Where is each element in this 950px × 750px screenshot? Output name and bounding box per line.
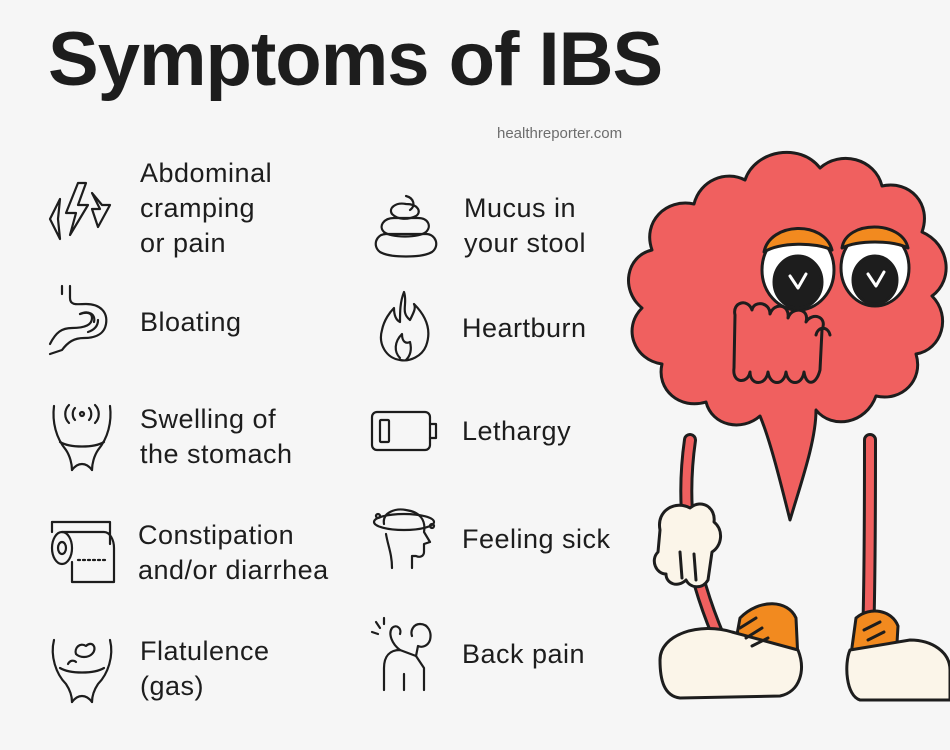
symptom-mucus: Mucus in your stool (370, 190, 586, 262)
symptom-label: Heartburn (462, 311, 587, 346)
stool-icon (374, 194, 438, 258)
page-title: Symptoms of IBS (48, 17, 663, 102)
symptom-swelling: Swelling of the stomach (48, 402, 293, 472)
symptom-label: Abdominal cramping or pain (140, 156, 272, 261)
label-line: Heartburn (462, 312, 587, 343)
symptom-lethargy: Lethargy (370, 408, 571, 454)
label-line: your stool (464, 228, 587, 258)
symptom-feeling-sick: Feeling sick (370, 504, 611, 574)
swollen-belly-icon (52, 403, 112, 472)
low-battery-icon (370, 410, 438, 452)
dizzy-head-icon (372, 508, 436, 570)
symptom-label: Lethargy (462, 414, 571, 449)
ibs-mascot-illustration (627, 150, 950, 702)
source-credit: healthreporter.com (497, 125, 623, 142)
symptom-flatulence: Flatulence (gas) (48, 634, 270, 704)
symptom-label: Mucus in your stool (464, 191, 586, 261)
symptom-abdominal-cramping: Abdominal cramping or pain (48, 156, 272, 261)
gas-pelvis-icon (51, 638, 113, 704)
symptom-label: Flatulence (gas) (140, 634, 270, 704)
label-line: Feeling sick (462, 523, 611, 554)
label-line: Lethargy (462, 415, 572, 446)
symptom-label: Constipation and/or diarrhea (138, 518, 329, 588)
back-pain-icon (370, 616, 432, 692)
label-line: Mucus in (464, 193, 577, 223)
intestine-icon (48, 284, 108, 356)
label-line: or pain (140, 228, 227, 258)
toilet-paper-icon (50, 520, 116, 584)
symptom-heartburn: Heartburn (370, 290, 587, 366)
label-line: and/or diarrhea (138, 555, 329, 585)
lightning-icon (48, 181, 112, 240)
symptom-back-pain: Back pain (370, 616, 585, 692)
label-line: cramping (140, 193, 256, 223)
flame-icon (379, 290, 430, 362)
symptom-label: Bloating (140, 305, 242, 340)
label-line: (gas) (140, 671, 205, 701)
symptom-label: Back pain (462, 637, 585, 672)
symptom-label: Feeling sick (462, 522, 611, 557)
label-line: Constipation (138, 520, 295, 550)
label-line: Flatulence (140, 636, 270, 666)
symptom-constipation: Constipation and/or diarrhea (48, 518, 329, 588)
label-line: Back pain (462, 638, 586, 669)
label-line: Bloating (140, 306, 242, 337)
label-line: Swelling of (140, 404, 277, 434)
label-line: the stomach (140, 439, 293, 469)
symptom-bloating: Bloating (48, 284, 242, 360)
label-line: Abdominal (140, 158, 273, 188)
symptom-label: Swelling of the stomach (140, 402, 293, 472)
